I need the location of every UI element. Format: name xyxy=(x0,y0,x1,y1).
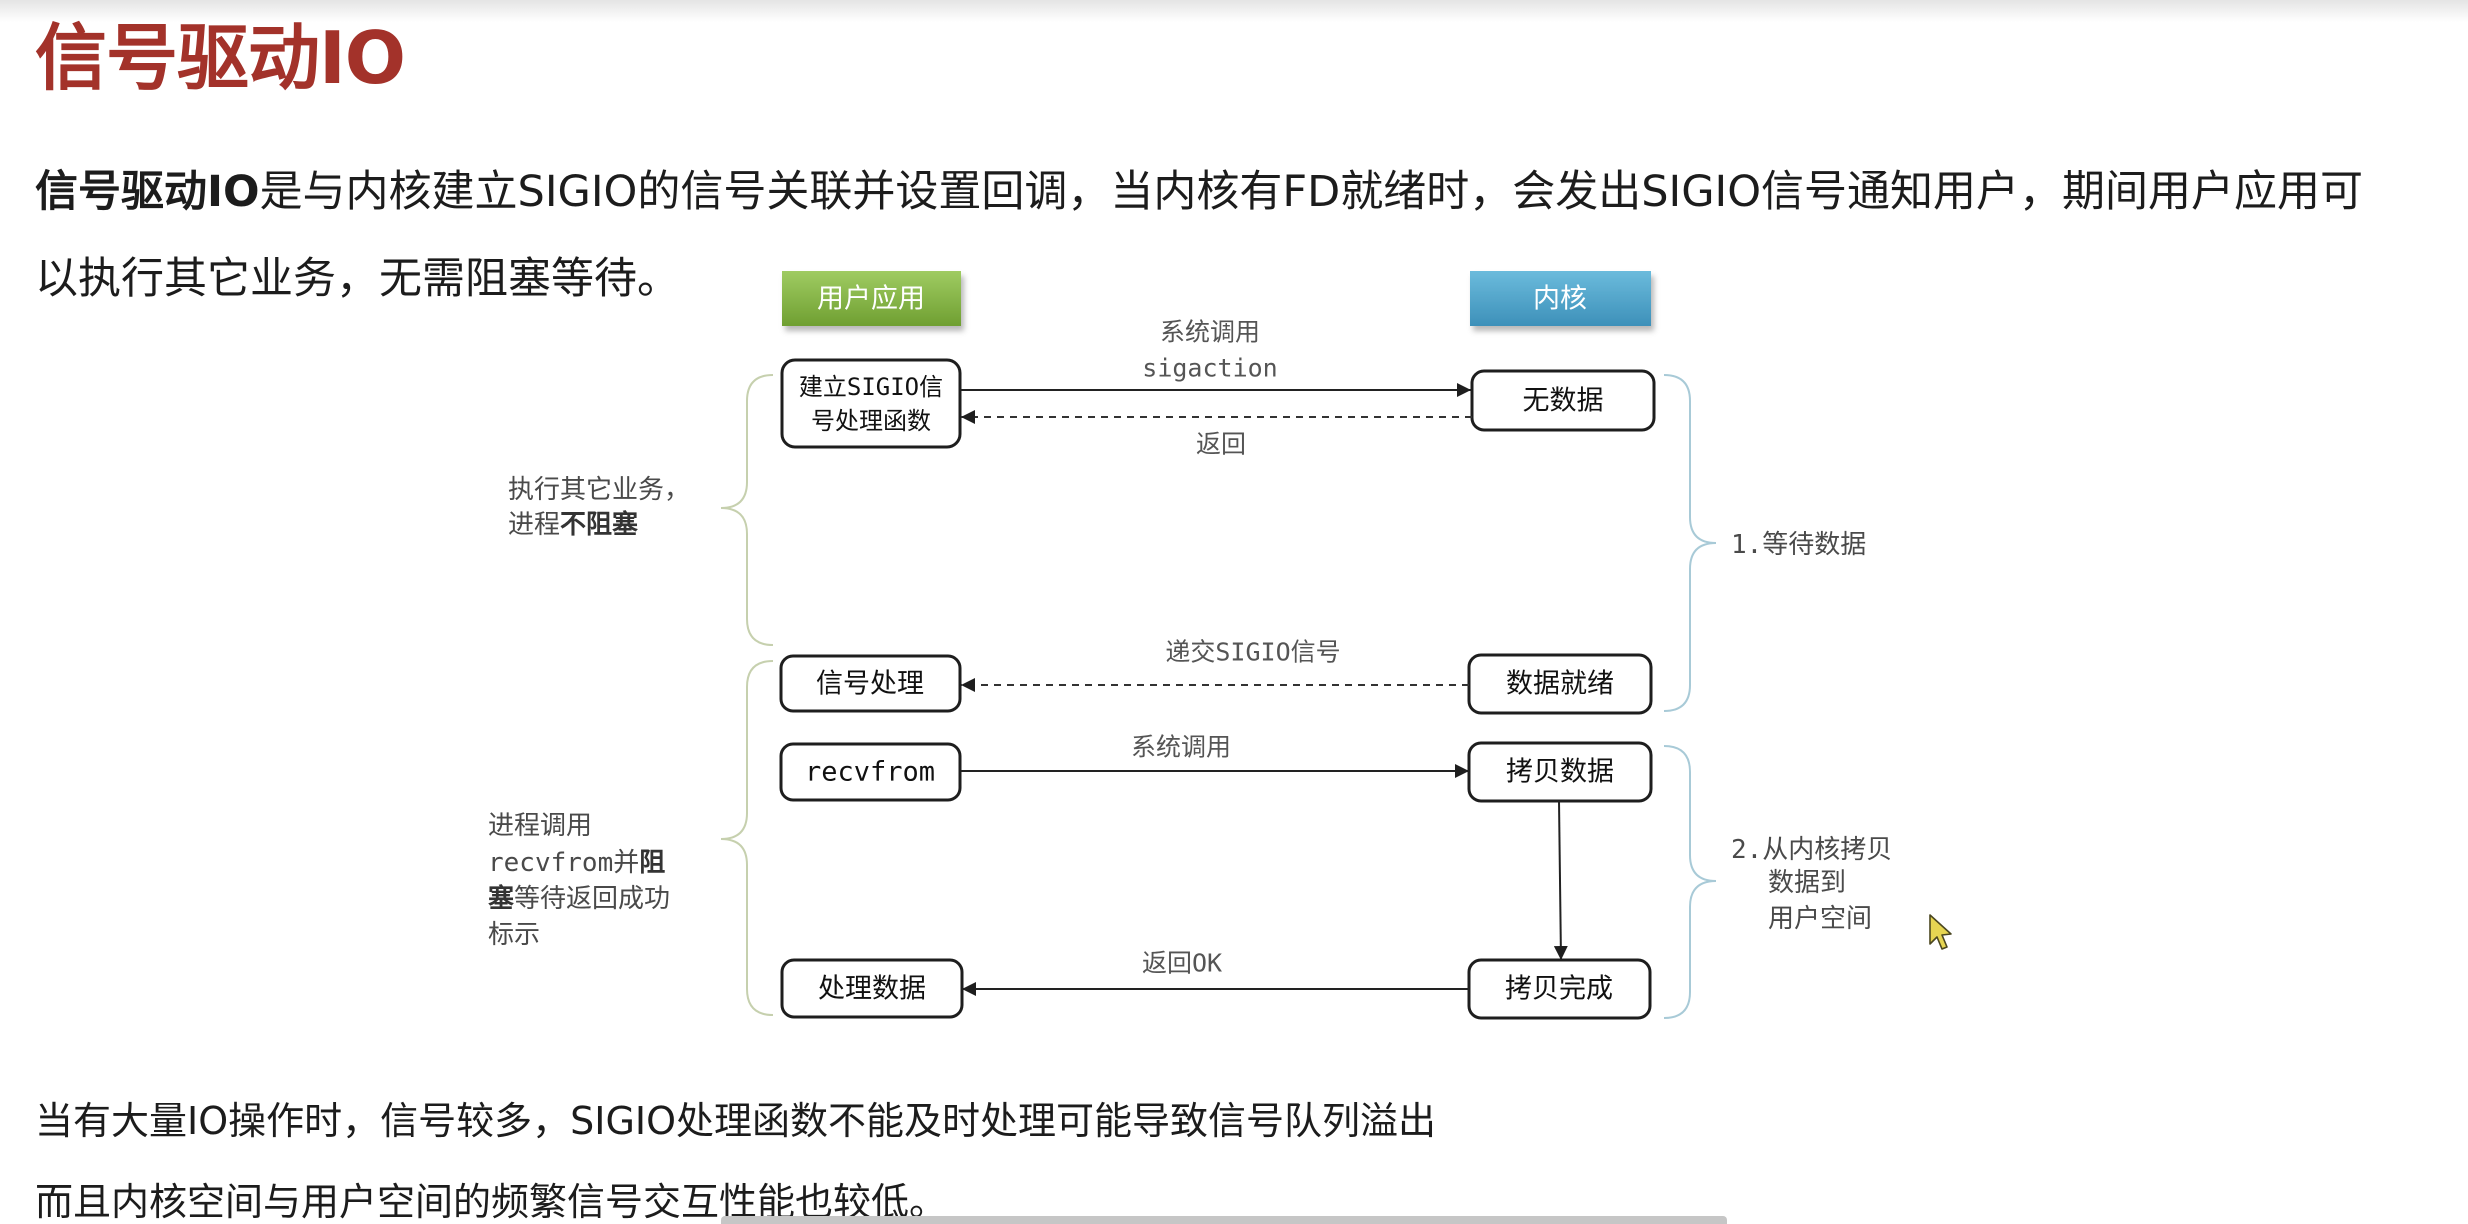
note-non-blocking-emphasis: 不阻塞 xyxy=(560,509,638,540)
lane-header-user-label: 用户应用 xyxy=(817,284,925,315)
box-no-data-frame xyxy=(1470,369,1656,432)
mouse-pointer-icon xyxy=(1929,914,1952,950)
note-blocking-line1: 进程调用 xyxy=(488,811,592,841)
box-signal-handler-frame xyxy=(779,654,962,713)
box-recvfrom: recvfrom xyxy=(779,742,962,802)
box-setup-line1: 建立SIGIO信 xyxy=(799,373,943,401)
lane-header-kernel-label: 内核 xyxy=(1533,284,1587,315)
box-signal-handler: 信号处理 xyxy=(779,654,962,713)
intro-line-2: 以执行其它业务，无需阻塞等待。 xyxy=(35,254,680,304)
box-recvfrom-label: recvfrom xyxy=(805,757,935,788)
top-shade xyxy=(0,0,2468,22)
lane-header-kernel: 内核 xyxy=(1470,271,1651,326)
arrow-copy-progress xyxy=(1553,800,1568,961)
intro-bold-term: 信号驱动IO xyxy=(35,167,260,217)
footer-line-2: 而且内核空间与用户空间的频繁信号交互性能也较低。 xyxy=(35,1180,948,1224)
intro-line-1: 信号驱动IO是与内核建立SIGIO的信号关联并设置回调，当内核有FD就绪时，会发… xyxy=(35,162,2363,222)
brace-phase-wait xyxy=(1663,374,1717,712)
note-phase-wait: 1.等待数据 xyxy=(1731,530,1866,560)
note-blocking: 进程调用 recvfrom并阻 塞等待返回成功 标示 xyxy=(488,811,670,950)
note-phase-copy: 2.从内核拷贝 数据到 用户空间 xyxy=(1731,835,1892,934)
note-blocking-line4: 标示 xyxy=(488,920,540,950)
note-blocking-line3-rest: 等待返回成功 xyxy=(514,884,670,914)
note-phase-copy-line2: 数据到 xyxy=(1768,868,1846,898)
footer-line-1: 当有大量IO操作时，信号较多，SIGIO处理函数不能及时处理可能导致信号队列溢出 xyxy=(35,1099,1437,1143)
box-process-data-label: 处理数据 xyxy=(818,974,926,1005)
box-data-ready-label: 数据就绪 xyxy=(1506,669,1614,700)
box-no-data: 无数据 xyxy=(1470,369,1656,432)
box-copy-done-label: 拷贝完成 xyxy=(1505,974,1613,1005)
box-no-data-label: 无数据 xyxy=(1523,386,1604,417)
note-phase-copy-line1: 2.从内核拷贝 xyxy=(1731,835,1892,865)
box-recvfrom-frame xyxy=(779,742,962,802)
note-blocking-line2-prefix: recvfrom并 xyxy=(488,848,639,878)
horizontal-scrollbar-thumb[interactable] xyxy=(721,1216,1727,1224)
arrow-sigaction-return-label: 返回 xyxy=(1196,430,1246,459)
note-non-blocking-line1: 执行其它业务， xyxy=(508,475,690,505)
brace-blocking xyxy=(720,660,774,1016)
arrow-sigaction-call-label-2: sigaction xyxy=(1142,354,1277,383)
arrow-sigaction-call-label-1: 系统调用 xyxy=(1160,318,1260,347)
brace-non-blocking xyxy=(720,374,774,646)
box-copy-done: 拷贝完成 xyxy=(1467,958,1652,1020)
lane-header-user-bg xyxy=(782,271,961,326)
note-phase-copy-line3: 用户空间 xyxy=(1768,904,1872,934)
note-blocking-line2: recvfrom并阻 xyxy=(488,848,665,878)
note-blocking-line2-emphasis: 阻 xyxy=(639,848,665,878)
lane-header-user: 用户应用 xyxy=(782,271,961,326)
box-setup-signal-handler: 建立SIGIO信 号处理函数 xyxy=(780,358,962,449)
intro-line1-text: 是与内核建立SIGIO的信号关联并设置回调，当内核有FD就绪时，会发出SIGIO… xyxy=(259,167,2364,217)
arrow-return-ok-label: 返回OK xyxy=(1142,949,1222,978)
arrow-deliver-signal-label: 递交SIGIO信号 xyxy=(1165,638,1340,667)
page-title: 信号驱动IO xyxy=(35,16,406,100)
box-data-ready: 数据就绪 xyxy=(1467,653,1653,715)
brace-phase-copy xyxy=(1663,745,1717,1019)
box-process-data: 处理数据 xyxy=(780,958,964,1019)
note-non-blocking-line2: 进程不阻塞 xyxy=(508,509,638,540)
box-copy-data: 拷贝数据 xyxy=(1467,741,1653,803)
note-blocking-line3: 塞等待返回成功 xyxy=(488,883,670,914)
arrow-recvfrom-call-label: 系统调用 xyxy=(1131,733,1231,762)
box-setup-signal-handler-frame xyxy=(780,358,962,449)
box-signal-handler-label: 信号处理 xyxy=(816,669,924,700)
note-non-blocking: 执行其它业务， 进程不阻塞 xyxy=(508,475,690,540)
box-copy-data-label: 拷贝数据 xyxy=(1506,757,1614,788)
note-blocking-line3-emphasis: 塞 xyxy=(488,883,514,914)
box-setup-line2: 号处理函数 xyxy=(811,407,931,435)
lane-header-kernel-bg xyxy=(1470,271,1651,326)
note-non-blocking-prefix: 进程 xyxy=(508,510,560,540)
